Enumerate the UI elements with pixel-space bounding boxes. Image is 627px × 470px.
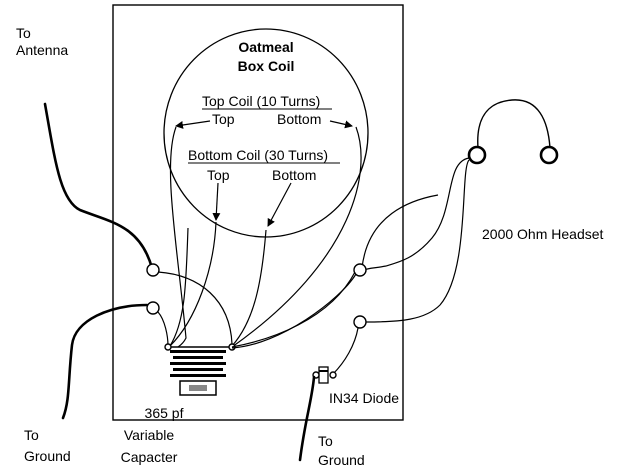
top-coil-heading: Top Coil (10 Turns): [202, 93, 320, 109]
left-ground-lead: [61, 303, 149, 420]
right-ground-label-line2: Ground: [318, 452, 365, 468]
headset-cord-tie: [361, 194, 439, 269]
capacitor-label-line2: Variable: [124, 427, 175, 443]
headset-cord-lower: [365, 159, 470, 323]
right-ground-lead: [298, 375, 316, 462]
bottom-coil-heading: Bottom Coil (30 Turns): [188, 147, 328, 163]
coil-title-line1: Oatmeal: [238, 39, 293, 55]
capacitor-label-line1: 365 pf: [145, 405, 184, 421]
top-coil-bottom-arrow: [329, 120, 353, 129]
variable-capacitor: [164, 343, 236, 396]
headset-right-earpiece: [539, 145, 559, 165]
top-coil-top-label: Top: [212, 111, 235, 127]
capacitor-plate-2: [173, 356, 223, 359]
diode-label: IN34 Diode: [329, 390, 399, 406]
wire-cap-to-headset-mid: [231, 273, 357, 349]
headset-terminal-lower: [353, 315, 367, 329]
wire-coil-body-left: [169, 227, 189, 347]
top-coil-top-arrow: [175, 120, 211, 129]
bottom-coil-top-label: Top: [207, 167, 230, 183]
wire-top-coil-bottom: [231, 126, 362, 348]
wire-bottom-coil-top: [169, 221, 217, 347]
wire-antenna-to-coil: [157, 271, 233, 345]
diode-cathode-terminal: [329, 371, 337, 379]
wire-ground-to-cap: [157, 311, 169, 347]
wire-headset-to-diode: [332, 327, 359, 375]
diode-body: [318, 366, 329, 384]
capacitor-left-terminal: [164, 343, 172, 351]
wire-bottom-coil-bottom: [231, 229, 267, 347]
circuit-board: [112, 4, 404, 421]
capacitor-plate-1: [170, 350, 226, 353]
headset-left-earpiece: [467, 145, 487, 165]
coil-title-line2: Box Coil: [238, 58, 295, 74]
left-ground-terminal: [146, 301, 160, 315]
wire-top-coil-top: [169, 126, 187, 348]
antenna-terminal: [146, 263, 160, 277]
left-ground-label-line2: Ground: [24, 448, 71, 464]
bottom-coil-bottom-arrow: [267, 182, 292, 227]
bottom-coil-bottom-label: Bottom: [272, 167, 316, 183]
capacitor-plate-4: [173, 368, 223, 371]
capacitor-plate-3: [170, 362, 226, 365]
diode: [312, 327, 359, 384]
headset-terminal-upper: [353, 263, 367, 277]
headset-label: 2000 Ohm Headset: [482, 226, 604, 242]
wire-cap-to-headset-upper: [231, 271, 356, 348]
capacitor-knob-grip: [189, 385, 207, 391]
headset: [467, 99, 559, 165]
top-coil-bottom-label: Bottom: [277, 111, 321, 127]
capacitor-label-line3: Capacter: [121, 449, 178, 465]
headset-cord-upper: [363, 157, 470, 271]
to-antenna-line2: Antenna: [16, 42, 68, 58]
bottom-coil-top-arrow: [212, 182, 221, 221]
right-ground-label-line1: To: [318, 433, 333, 449]
antenna-lead: [43, 102, 154, 270]
left-ground-label-line1: To: [24, 427, 39, 443]
headset-band: [477, 99, 551, 149]
capacitor-plate-5: [170, 374, 226, 377]
to-antenna-line1: To: [16, 25, 31, 41]
